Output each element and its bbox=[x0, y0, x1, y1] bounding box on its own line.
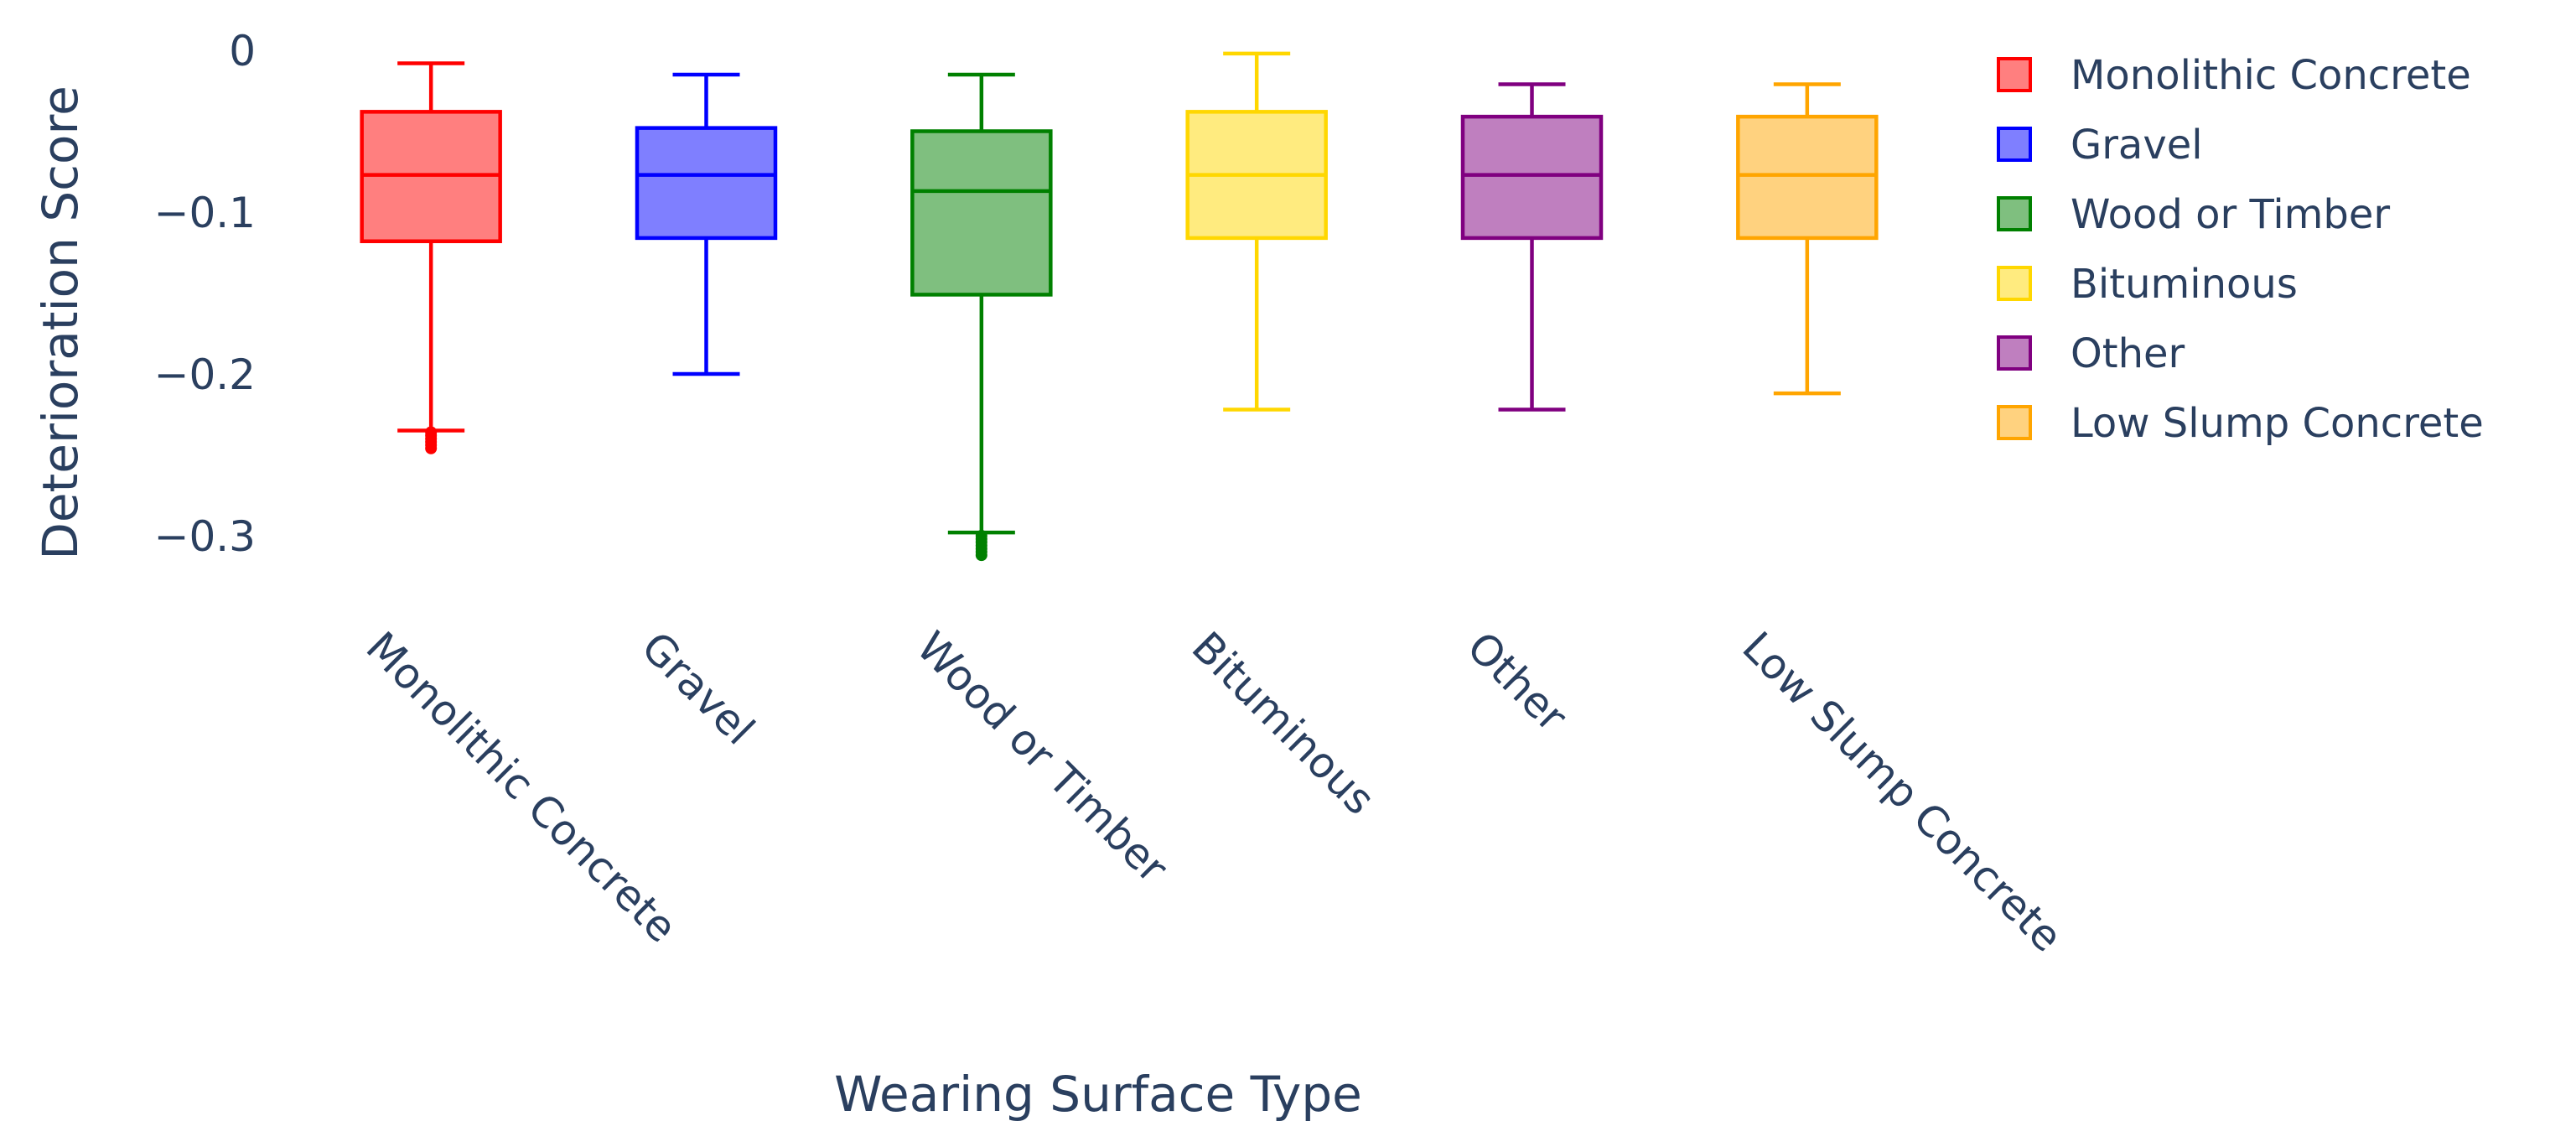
legend-label: Wood or Timber bbox=[2071, 191, 2390, 238]
x-category-label: Gravel bbox=[632, 622, 764, 754]
legend-label: Other bbox=[2071, 330, 2185, 377]
box-iqr bbox=[910, 129, 1053, 297]
x-category-label: Bituminous bbox=[1183, 622, 1384, 823]
box-group bbox=[910, 72, 1053, 562]
x-category-label: Other bbox=[1458, 622, 1577, 741]
y-tick-label: −0.3 bbox=[154, 512, 256, 561]
legend-label: Low Slump Concrete bbox=[2071, 400, 2484, 447]
box-iqr bbox=[1460, 114, 1604, 241]
y-tick-label: 0 bbox=[229, 27, 256, 75]
legend-item: Wood or Timber bbox=[1997, 191, 2390, 238]
legend-label: Bituminous bbox=[2071, 261, 2298, 308]
box-group bbox=[1185, 51, 1328, 412]
legend-item: Low Slump Concrete bbox=[1997, 400, 2484, 447]
y-axis-title: Deterioration Score bbox=[32, 86, 89, 560]
y-tick-label: −0.1 bbox=[154, 189, 256, 237]
x-category-label: Monolithic Concrete bbox=[357, 622, 687, 952]
y-tick-label: −0.2 bbox=[154, 350, 256, 399]
legend-label: Monolithic Concrete bbox=[2071, 52, 2471, 99]
legend-swatch bbox=[1997, 405, 2032, 440]
x-axis-title: Wearing Surface Type bbox=[834, 1066, 1362, 1123]
box-iqr bbox=[635, 126, 778, 241]
legend-swatch bbox=[1997, 127, 2032, 162]
legend-item: Bituminous bbox=[1997, 261, 2298, 308]
box-group bbox=[635, 72, 778, 376]
legend-swatch bbox=[1997, 266, 2032, 301]
box-iqr bbox=[1736, 114, 1879, 241]
plot-area bbox=[360, 51, 1879, 562]
x-category-label: Low Slump Concrete bbox=[1733, 622, 2071, 961]
outlier-point bbox=[975, 549, 987, 562]
outlier-point bbox=[425, 442, 438, 454]
legend-swatch bbox=[1997, 57, 2032, 92]
legend-item: Gravel bbox=[1997, 122, 2203, 169]
box-group bbox=[1460, 82, 1604, 412]
legend-label: Gravel bbox=[2071, 122, 2203, 169]
legend-swatch bbox=[1997, 196, 2032, 231]
box-group bbox=[360, 61, 502, 454]
y-axis-ticks: 0 −0.1 −0.2 −0.3 bbox=[154, 27, 256, 561]
legend-item: Monolithic Concrete bbox=[1997, 52, 2471, 99]
legend-item: Other bbox=[1997, 330, 2185, 377]
x-category-label: Wood or Timber bbox=[907, 622, 1177, 892]
legend-swatch bbox=[1997, 335, 2032, 371]
box-group bbox=[1736, 82, 1879, 396]
